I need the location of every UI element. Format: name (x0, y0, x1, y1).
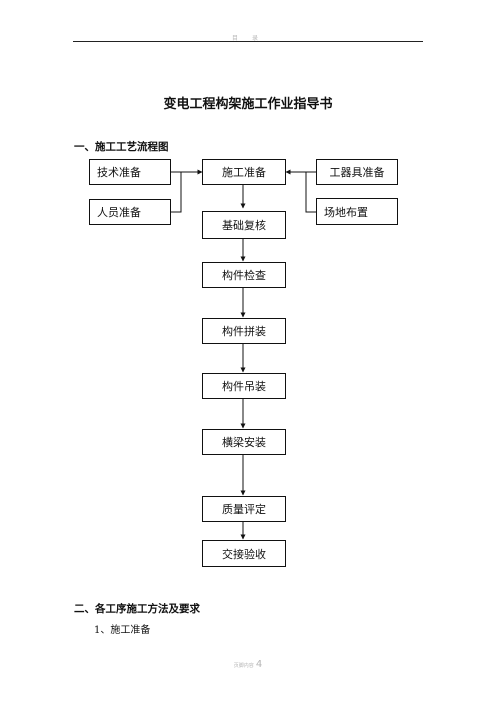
arrow-site-to-construction (305, 172, 316, 213)
flow-box-component-assemble: 构件拼装 (202, 318, 286, 344)
header-rule (73, 41, 423, 42)
flow-box-construction-prep: 施工准备 (202, 159, 286, 185)
flow-box-tools-prep: 工器具准备 (316, 159, 398, 185)
flow-box-component-inspect: 构件检查 (202, 262, 286, 288)
flow-box-tech-prep: 技术准备 (89, 159, 171, 185)
footer-label: 页脚内容 (233, 663, 254, 669)
arrow-staff-to-construction (171, 172, 182, 213)
section-heading-methods: 二、各工序施工方法及要求 (74, 603, 200, 615)
flow-box-quality-eval: 质量评定 (202, 496, 286, 522)
section-heading-flowchart: 一、施工工艺流程图 (74, 141, 169, 153)
flow-box-component-hoist: 构件吊装 (202, 373, 286, 399)
page-number: 4 (255, 659, 263, 670)
page-header: 目 录 (232, 35, 264, 42)
flow-box-foundation-check: 基础复核 (202, 211, 286, 239)
flow-box-beam-install: 横梁安装 (202, 429, 286, 455)
subsection-construction-prep: 1、施工准备 (94, 625, 151, 636)
flow-box-site-layout: 场地布置 (316, 198, 398, 225)
document-title: 变电工程构架施工作业指导书 (163, 97, 333, 112)
flow-box-handover: 交接验收 (202, 540, 286, 567)
flow-box-staff-prep: 人员准备 (89, 199, 171, 225)
